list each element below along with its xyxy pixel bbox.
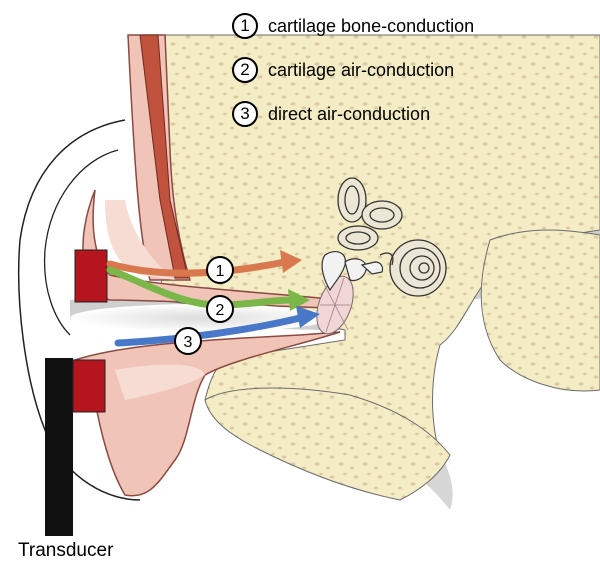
legend-number-3: 3 [232,101,258,127]
legend-number-2: 2 [232,57,258,83]
path-3-marker-label: 3 [184,334,193,351]
transducer-body [45,358,73,536]
legend-label-3: direct air-conduction [268,104,430,125]
legend-item-3: 3 direct air-conduction [232,100,474,128]
legend: 1 cartilage bone-conduction 2 cartilage … [232,12,474,144]
legend-label-2: cartilage air-conduction [268,60,454,81]
transducer-pad-upper [75,250,107,302]
path-2-marker: 2 [207,296,233,322]
right-bone [481,230,600,391]
path-1-marker-label: 1 [216,263,225,280]
path-3-marker: 3 [175,328,201,354]
legend-number-1: 1 [232,13,258,39]
path-2-marker-label: 2 [216,302,225,319]
legend-label-1: cartilage bone-conduction [268,16,474,37]
legend-item-1: 1 cartilage bone-conduction [232,12,474,40]
transducer-pad-lower [73,360,105,412]
transducer-caption: Transducer [18,540,113,562]
legend-item-2: 2 cartilage air-conduction [232,56,474,84]
path-1-marker: 1 [207,257,233,283]
